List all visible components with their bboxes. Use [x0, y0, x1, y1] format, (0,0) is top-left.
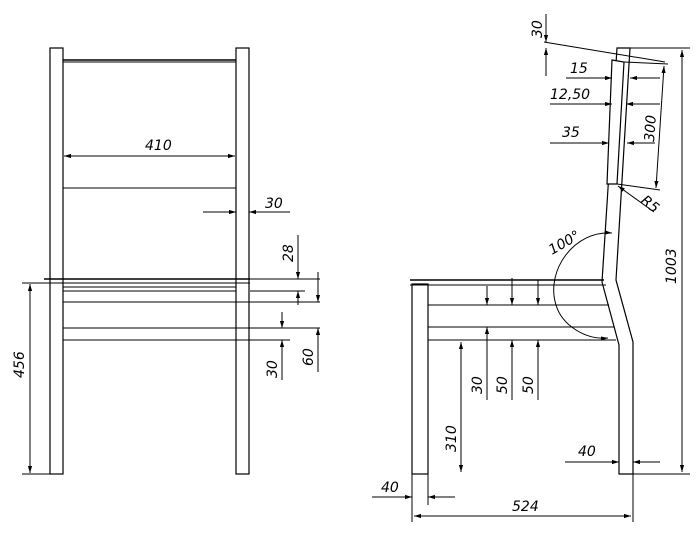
dim-top-thickness-label: 30	[530, 20, 546, 38]
dim-back-panel-height	[654, 65, 666, 189]
side-view: 100° 30 15 12,50 35 300 R5 1003	[372, 14, 690, 522]
angle-arc	[553, 230, 613, 341]
dim-seat-height-label: 456	[12, 351, 28, 378]
dim-front-leg-width-label: 40	[381, 480, 399, 496]
dim-rail-spacing-2-label: 50	[495, 376, 511, 394]
dim-offset-35-label: 35	[562, 125, 580, 141]
dim-angle-label: 100°	[546, 228, 583, 259]
side-front-leg	[411, 283, 429, 475]
front-view: 410 30 28 60 30 456	[12, 47, 321, 475]
front-left-leg	[49, 47, 64, 475]
dim-radius-label: R5	[638, 193, 663, 217]
front-right-leg	[235, 47, 250, 475]
dim-offset-1250-label: 12,50	[550, 87, 590, 103]
dim-back-leg-width-label: 40	[578, 444, 596, 460]
dim-depth-label: 524	[512, 499, 539, 515]
dim-rail-spacing-3-label: 50	[521, 376, 537, 394]
dim-leg-thickness-label: 30	[265, 196, 283, 212]
dim-total-height-label: 1003	[664, 248, 680, 284]
dim-offset-15-label: 15	[570, 61, 588, 77]
dim-leg-height-label: 310	[444, 425, 460, 452]
dim-seat-thickness-label: 28	[281, 244, 297, 262]
dim-back-panel-height-label: 300	[642, 114, 660, 142]
dim-rail-height-label: 60	[301, 348, 317, 366]
dim-rail-spacing-1-label: 30	[470, 376, 486, 394]
dim-rail-thickness-label: 30	[265, 360, 281, 378]
dim-seat-width-label: 410	[145, 138, 172, 154]
